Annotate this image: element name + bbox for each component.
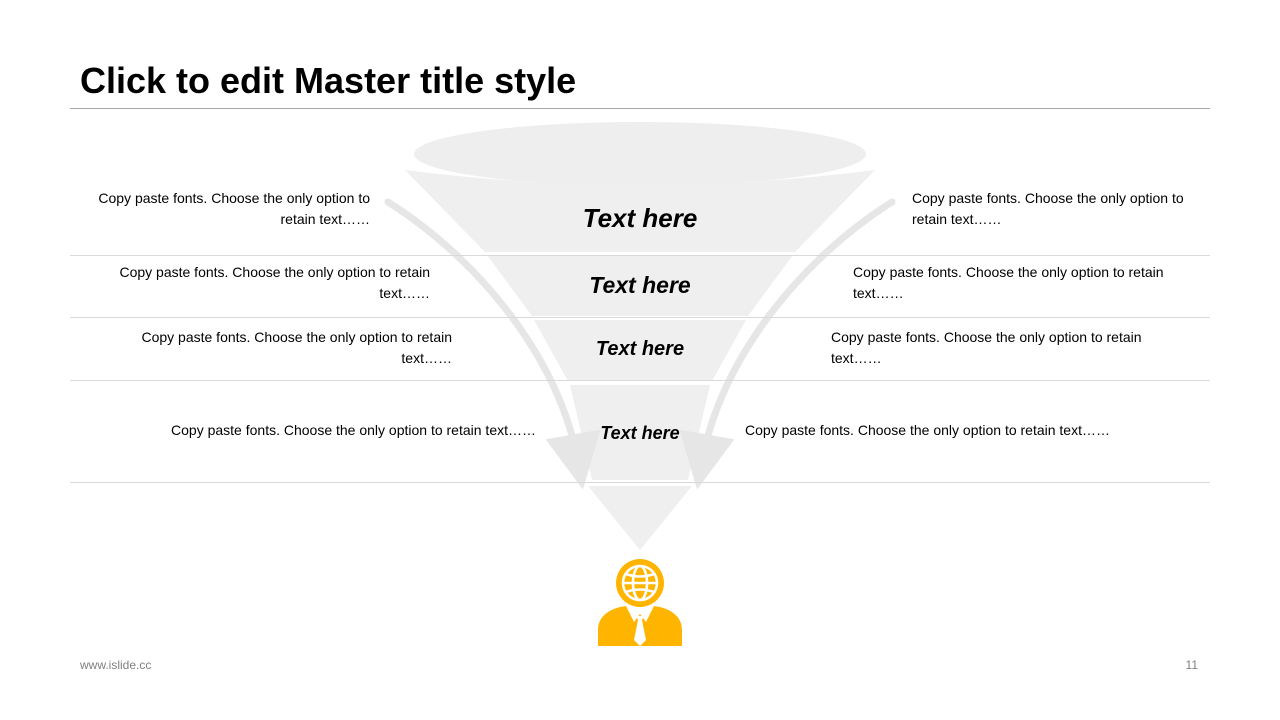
left-note[interactable]: Copy paste fonts. Choose the only option… (98, 190, 370, 227)
left-note[interactable]: Copy paste fonts. Choose the only option… (119, 264, 430, 301)
left-note[interactable]: Copy paste fonts. Choose the only option… (141, 329, 452, 366)
right-note[interactable]: Copy paste fonts. Choose the only option… (745, 422, 1110, 438)
funnel-stage-label[interactable]: Text here (589, 272, 691, 298)
page-number: 11 (1185, 658, 1198, 672)
right-flow-arrow (679, 198, 896, 490)
right-note[interactable]: Copy paste fonts. Choose the only option… (912, 190, 1184, 227)
footer-url[interactable]: www.islide.cc (80, 658, 152, 672)
title-underline (70, 108, 1210, 109)
left-note[interactable]: Copy paste fonts. Choose the only option… (171, 422, 536, 438)
funnel-stage-3 (534, 320, 746, 381)
right-note[interactable]: Copy paste fonts. Choose the only option… (831, 329, 1142, 366)
funnel-stage-label[interactable]: Text here (600, 423, 680, 443)
funnel-rim (414, 122, 866, 186)
funnel-stage-label[interactable]: Text here (595, 338, 685, 360)
row-divider (70, 380, 1210, 381)
right-note[interactable]: Copy paste fonts. Choose the only option… (853, 264, 1164, 301)
slide-title[interactable]: Click to edit Master title style (80, 60, 577, 101)
row-divider (70, 317, 1210, 318)
row-divider (70, 255, 1210, 256)
funnel-stage-4 (570, 385, 710, 480)
funnel-stage-label[interactable]: Text here (582, 203, 698, 233)
left-flow-arrow (384, 198, 601, 490)
businessman-globe-icon (598, 559, 682, 646)
funnel-tip (588, 486, 692, 550)
funnel-stage-1 (405, 170, 875, 252)
row-divider (70, 482, 1210, 483)
funnel-stage-2 (487, 255, 793, 316)
